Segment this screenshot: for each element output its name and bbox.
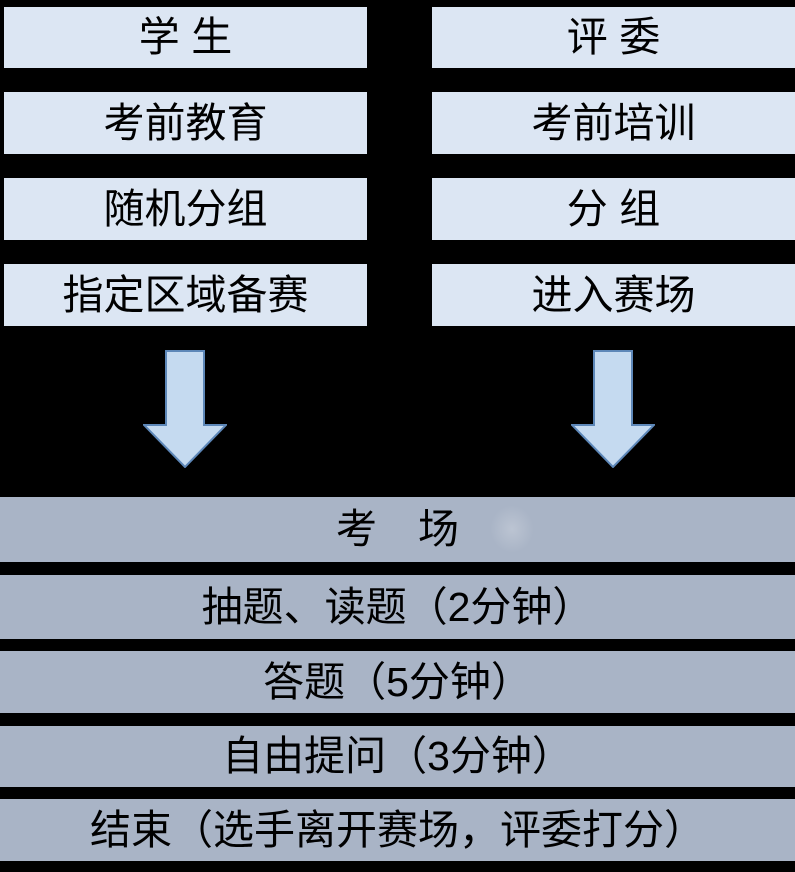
random-grouping-label: 随机分组 xyxy=(103,185,268,232)
designated-area-prep-label: 指定区域备赛 xyxy=(62,271,309,318)
end-scoring-label: 结束（选手离开赛场，评委打分） xyxy=(90,806,705,853)
pre-exam-training-label: 考前培训 xyxy=(531,99,696,146)
designated-area-prep-box: 指定区域备赛 xyxy=(4,264,367,326)
pre-exam-education-label: 考前教育 xyxy=(103,99,268,146)
draw-read-question-box: 抽题、读题（2分钟） xyxy=(0,575,795,639)
enter-arena-label: 进入赛场 xyxy=(531,271,696,318)
draw-read-question-label: 抽题、读题（2分钟） xyxy=(201,583,594,630)
student-flow-down-arrow-icon xyxy=(141,350,229,469)
end-scoring-box: 结束（选手离开赛场，评委打分） xyxy=(0,799,795,861)
student-header-label: 学 生 xyxy=(138,14,233,60)
answer-question-box: 答题（5分钟） xyxy=(0,651,795,713)
pre-exam-education-box: 考前教育 xyxy=(4,92,367,154)
random-grouping-box: 随机分组 xyxy=(4,178,367,240)
free-questions-box: 自由提问（3分钟） xyxy=(0,726,795,787)
exam-room-header-label: 考 场 xyxy=(336,506,459,552)
judges-flow-down-arrow-icon xyxy=(569,350,657,469)
grouping-box: 分 组 xyxy=(432,178,795,240)
pre-exam-training-box: 考前培训 xyxy=(432,92,795,154)
judges-header-label: 评 委 xyxy=(566,14,661,60)
exam-room-header-box: 考 场 xyxy=(0,497,795,562)
down-arrow-icon xyxy=(141,350,229,469)
answer-question-label: 答题（5分钟） xyxy=(263,658,532,705)
student-header-box: 学 生 xyxy=(4,7,367,68)
judges-header-box: 评 委 xyxy=(432,7,795,68)
enter-arena-box: 进入赛场 xyxy=(432,264,795,326)
down-arrow-icon xyxy=(569,350,657,469)
grouping-label: 分 组 xyxy=(566,185,661,232)
free-questions-label: 自由提问（3分钟） xyxy=(222,733,573,779)
